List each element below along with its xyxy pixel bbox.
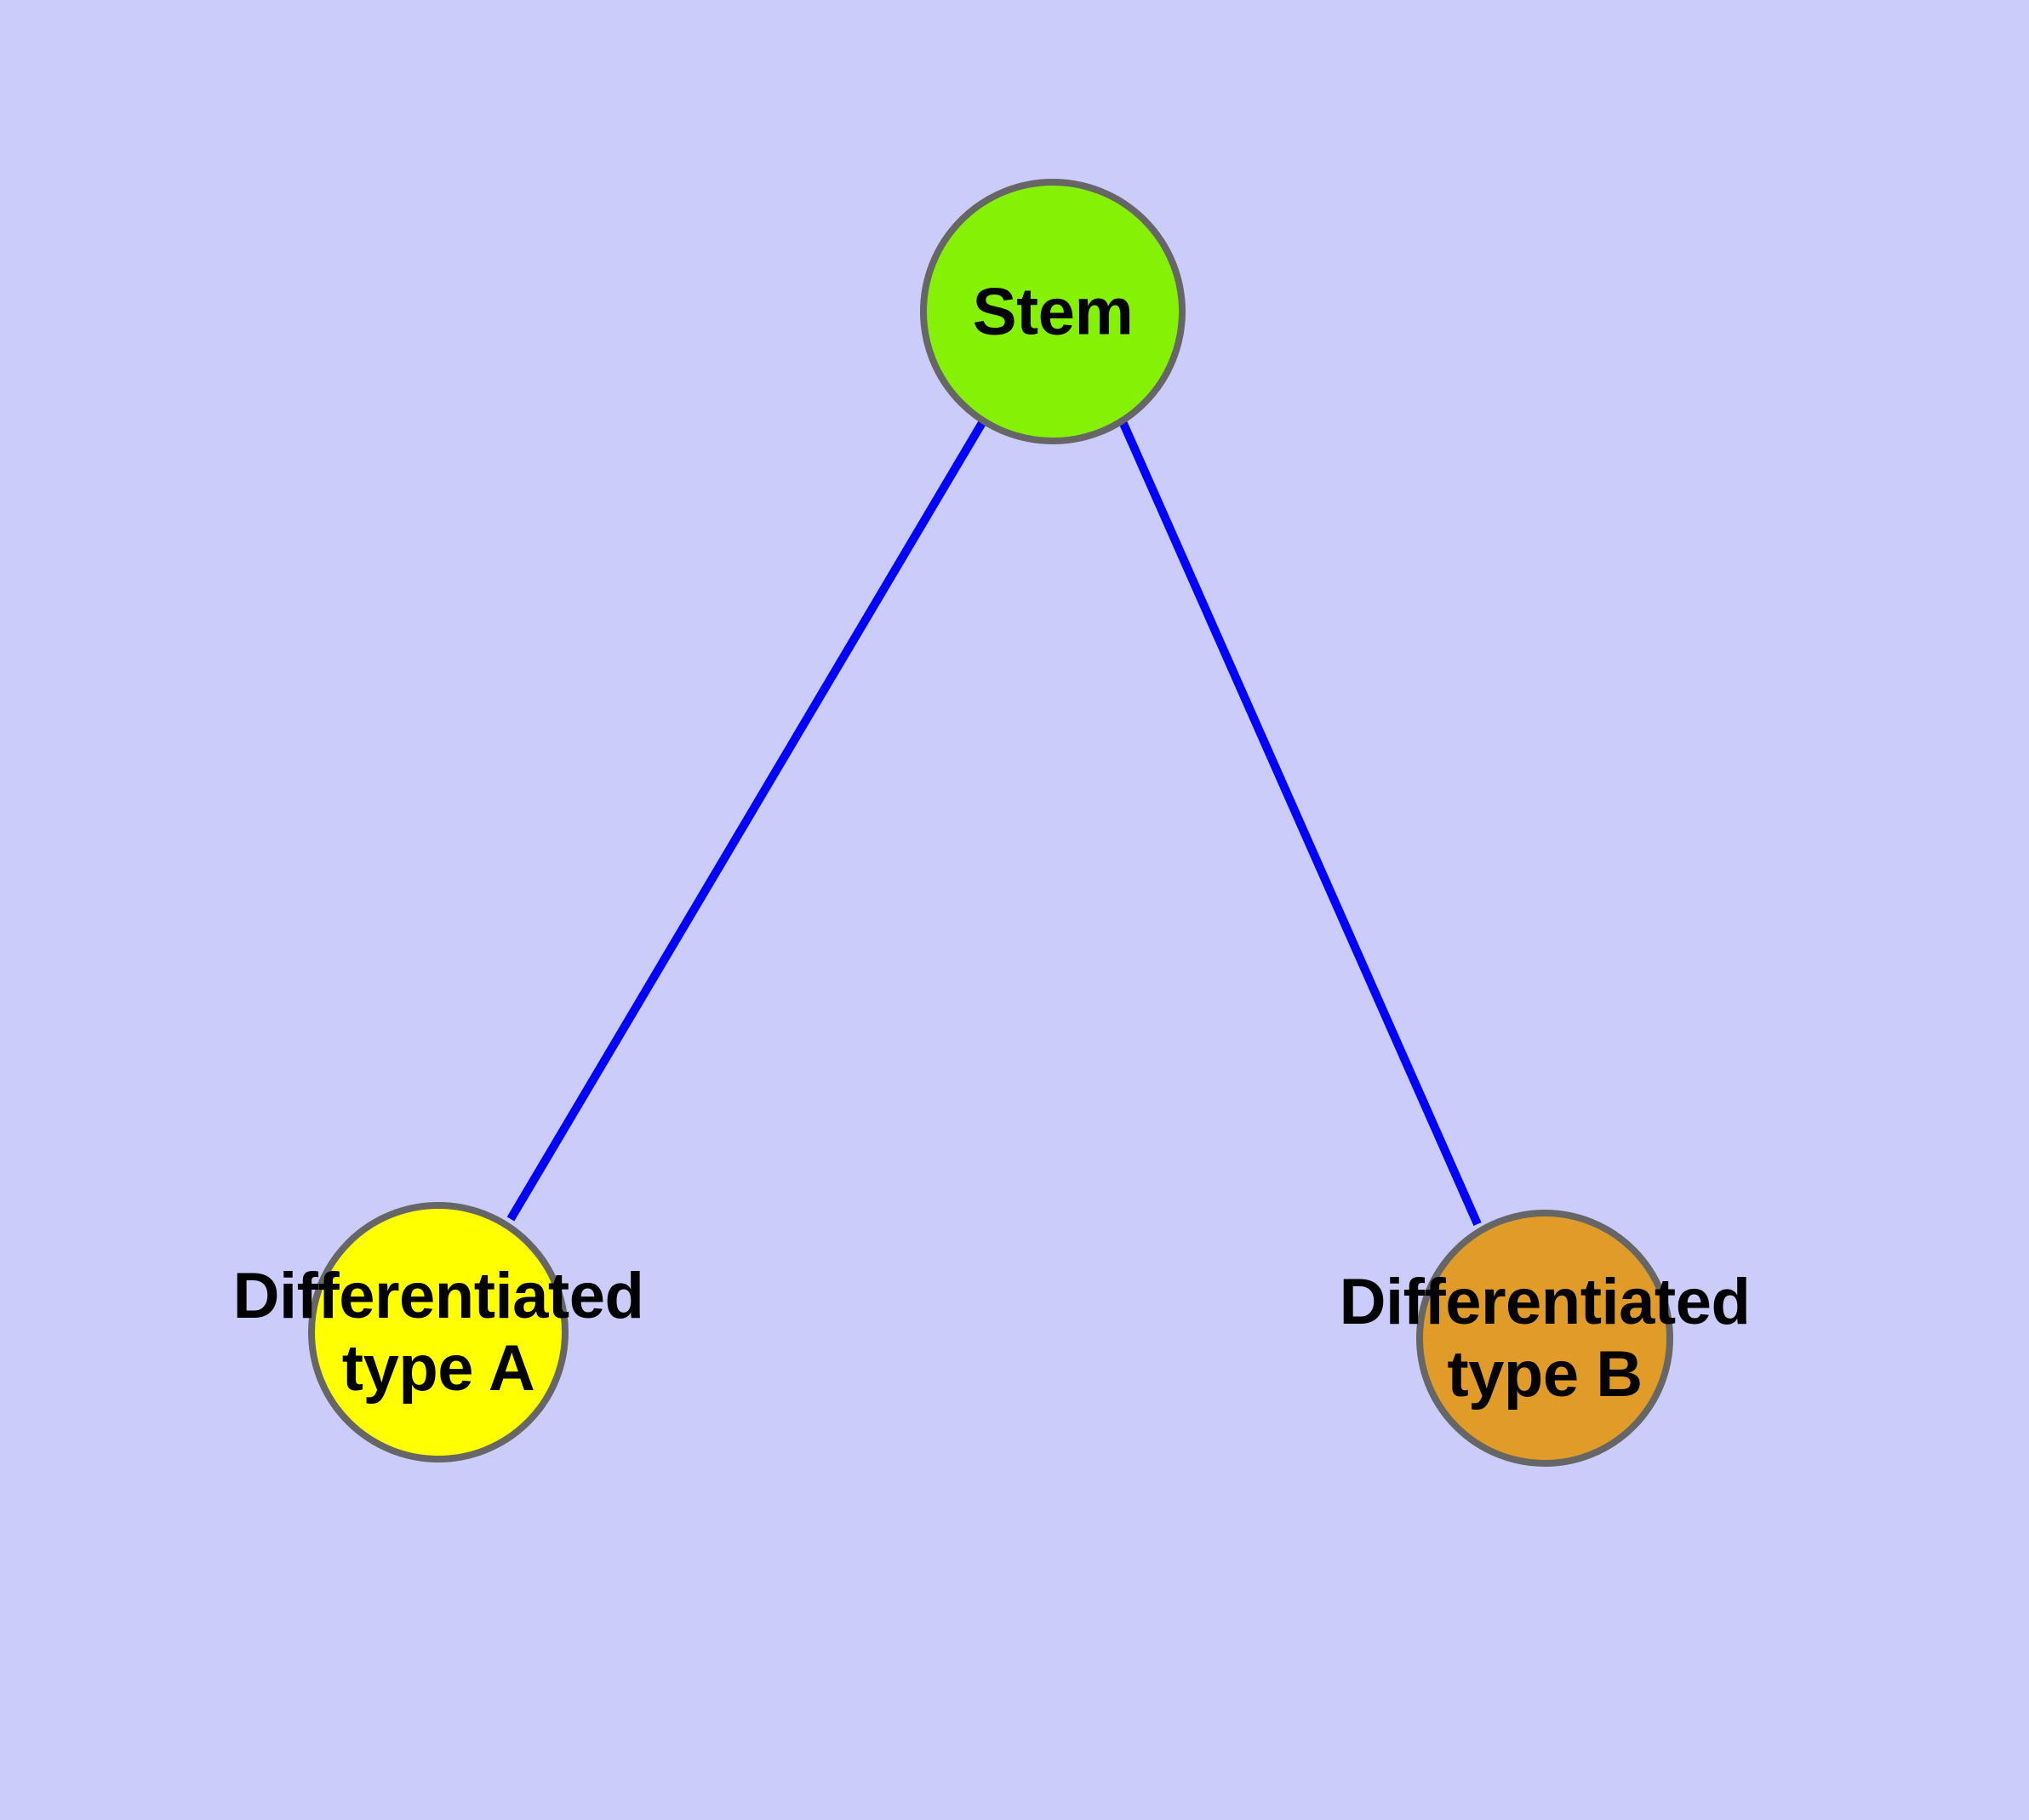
edge-stem-diff_b[interactable]	[1117, 417, 1482, 1227]
node-diff_b[interactable]	[1416, 1210, 1673, 1467]
node-diff_a[interactable]	[308, 1202, 569, 1462]
node-stem[interactable]	[920, 179, 1186, 444]
edge-stem-diff_a[interactable]	[506, 419, 987, 1222]
nodes-group	[308, 179, 1673, 1467]
edges-group	[506, 417, 1482, 1227]
